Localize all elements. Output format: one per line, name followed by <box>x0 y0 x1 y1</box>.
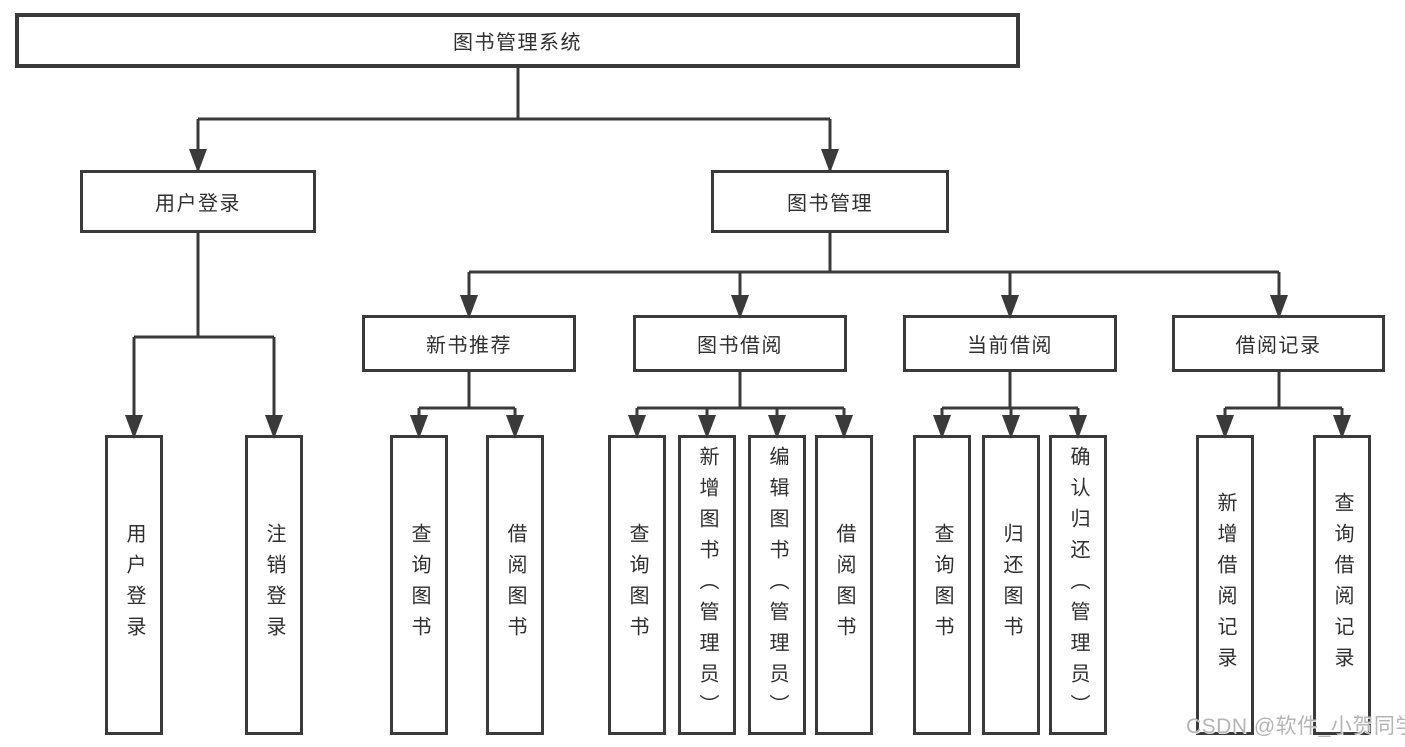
leaf-query-books-borrowing: 查询图书 <box>608 435 666 735</box>
node-new-book-recommendation: 新书推荐 <box>362 315 576 372</box>
leaf-return-books-label: 归还图书 <box>1000 523 1022 647</box>
leaf-borrow-books-recommend: 借阅图书 <box>486 435 544 735</box>
leaf-borrow-books-borrowing: 借阅图书 <box>815 435 873 735</box>
leaf-user-login-label: 用户登录 <box>123 523 145 647</box>
leaf-borrow-books-recommend-label: 借阅图书 <box>504 523 526 647</box>
node-borrowing-records-label: 借阅记录 <box>1235 335 1322 357</box>
connector-book-borrowing-to-leaves <box>635 372 846 436</box>
leaf-edit-book-admin-label: 编辑图书（管理员） <box>766 445 788 725</box>
csdn-watermark: CSDN @软件_小贺同学 <box>1186 715 1405 738</box>
leaf-query-borrow-record-label: 查询借阅记录 <box>1331 492 1353 678</box>
node-book-borrowing-label: 图书借阅 <box>697 335 783 357</box>
leaf-return-books: 归还图书 <box>982 435 1040 735</box>
leaf-query-books-recommend-label: 查询图书 <box>408 523 430 647</box>
connector-current-borrowing-to-leaves <box>940 372 1080 436</box>
leaf-query-borrow-record: 查询借阅记录 <box>1313 435 1371 735</box>
leaf-confirm-return-admin-label: 确认归还（管理员） <box>1067 445 1089 725</box>
leaf-logout: 注销登录 <box>245 435 303 735</box>
connector-root-to-level2 <box>196 68 832 170</box>
leaf-logout-label: 注销登录 <box>263 523 285 647</box>
node-new-book-recommendation-label: 新书推荐 <box>426 335 512 357</box>
leaf-add-borrow-record-label: 新增借阅记录 <box>1214 492 1236 678</box>
leaf-query-books-current: 查询图书 <box>913 435 971 735</box>
leaf-user-login: 用户登录 <box>105 435 163 735</box>
node-book-management: 图书管理 <box>711 170 949 233</box>
node-book-management-label: 图书管理 <box>787 193 873 215</box>
leaf-query-books-borrowing-label: 查询图书 <box>626 523 648 647</box>
leaf-query-books-recommend: 查询图书 <box>390 435 448 735</box>
leaf-add-book-admin: 新增图书（管理员） <box>678 435 736 735</box>
leaf-confirm-return-admin: 确认归还（管理员） <box>1049 435 1107 735</box>
node-current-borrowing-label: 当前借阅 <box>967 335 1053 357</box>
leaf-add-book-admin-label: 新增图书（管理员） <box>696 445 718 725</box>
connector-user-login-to-leaves <box>132 233 276 436</box>
node-library-management-system: 图书管理系统 <box>15 13 1020 68</box>
leaf-query-books-current-label: 查询图书 <box>931 523 953 647</box>
node-borrowing-records: 借阅记录 <box>1172 315 1385 372</box>
node-library-management-system-label: 图书管理系统 <box>453 32 582 54</box>
connector-borrowing-records-to-leaves <box>1223 372 1344 436</box>
connector-new-book-recommendation-to-leaves <box>417 372 517 436</box>
node-book-borrowing: 图书借阅 <box>633 315 847 372</box>
leaf-edit-book-admin: 编辑图书（管理员） <box>748 435 806 735</box>
connector-book-management-to-level3 <box>467 233 1281 315</box>
node-user-login-label: 用户登录 <box>155 193 241 215</box>
node-user-login: 用户登录 <box>80 170 316 233</box>
leaf-add-borrow-record: 新增借阅记录 <box>1196 435 1254 735</box>
node-current-borrowing: 当前借阅 <box>903 315 1117 372</box>
leaf-borrow-books-borrowing-label: 借阅图书 <box>833 523 855 647</box>
